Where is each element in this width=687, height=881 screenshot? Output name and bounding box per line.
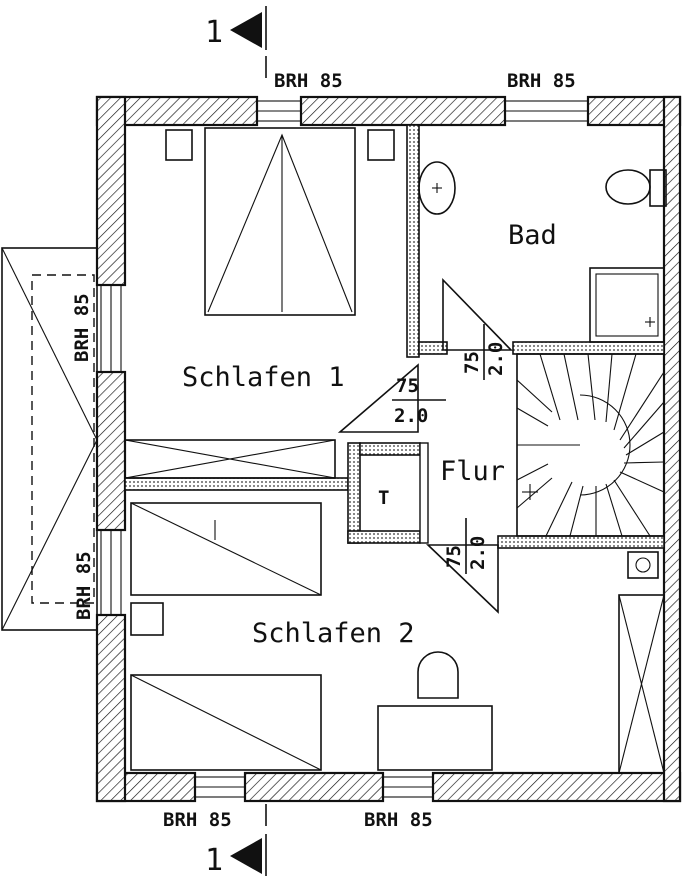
room-label-bath: Bad: [508, 220, 557, 251]
door-size-bedroom-1: 75 2.0: [392, 375, 446, 427]
door-width-bath: 75: [461, 351, 483, 374]
sill-label-left-upper: BRH 85: [71, 293, 93, 362]
windows: [100, 100, 589, 798]
door-height-bath: 2.0: [485, 342, 507, 376]
door-height-bedroom-2: 2.0: [467, 536, 489, 570]
sill-label-top-right: BRH 85: [507, 70, 576, 92]
door-width-bedroom-1: 75: [396, 375, 419, 397]
section-number-bottom: 1: [205, 843, 223, 878]
section-mark-top: 1: [205, 6, 267, 78]
door-swings: [337, 278, 513, 614]
sill-label-top-left: BRH 85: [274, 70, 343, 92]
section-mark-bottom: 1: [205, 804, 267, 878]
section-number-top: 1: [205, 15, 223, 50]
door-size-bedroom-2: 75 2.0: [443, 518, 489, 574]
bedroom-2-furniture: [130, 502, 665, 774]
room-label-hall: Flur: [440, 456, 505, 487]
door-width-bedroom-2: 75: [443, 545, 465, 568]
balcony-outline: [1, 247, 98, 631]
room-label-bedroom-1: Schlafen 1: [182, 362, 345, 393]
room-label-bedroom-2: Schlafen 2: [252, 618, 415, 649]
sill-label-bottom-left: BRH 85: [163, 809, 232, 831]
closet-label: T: [378, 487, 389, 509]
sill-label-left-lower: BRH 85: [73, 551, 95, 620]
bedroom-1-furniture: [124, 127, 395, 479]
door-height-bedroom-1: 2.0: [394, 405, 428, 427]
section-arrow-top-icon: [230, 12, 262, 48]
staircase: [516, 353, 665, 537]
bath-fixtures: [418, 161, 667, 343]
sill-label-bottom-right: BRH 85: [364, 809, 433, 831]
interior-walls: [124, 124, 665, 549]
section-arrow-bottom-icon: [230, 838, 262, 874]
door-size-bath: 75 2.0: [461, 324, 507, 380]
